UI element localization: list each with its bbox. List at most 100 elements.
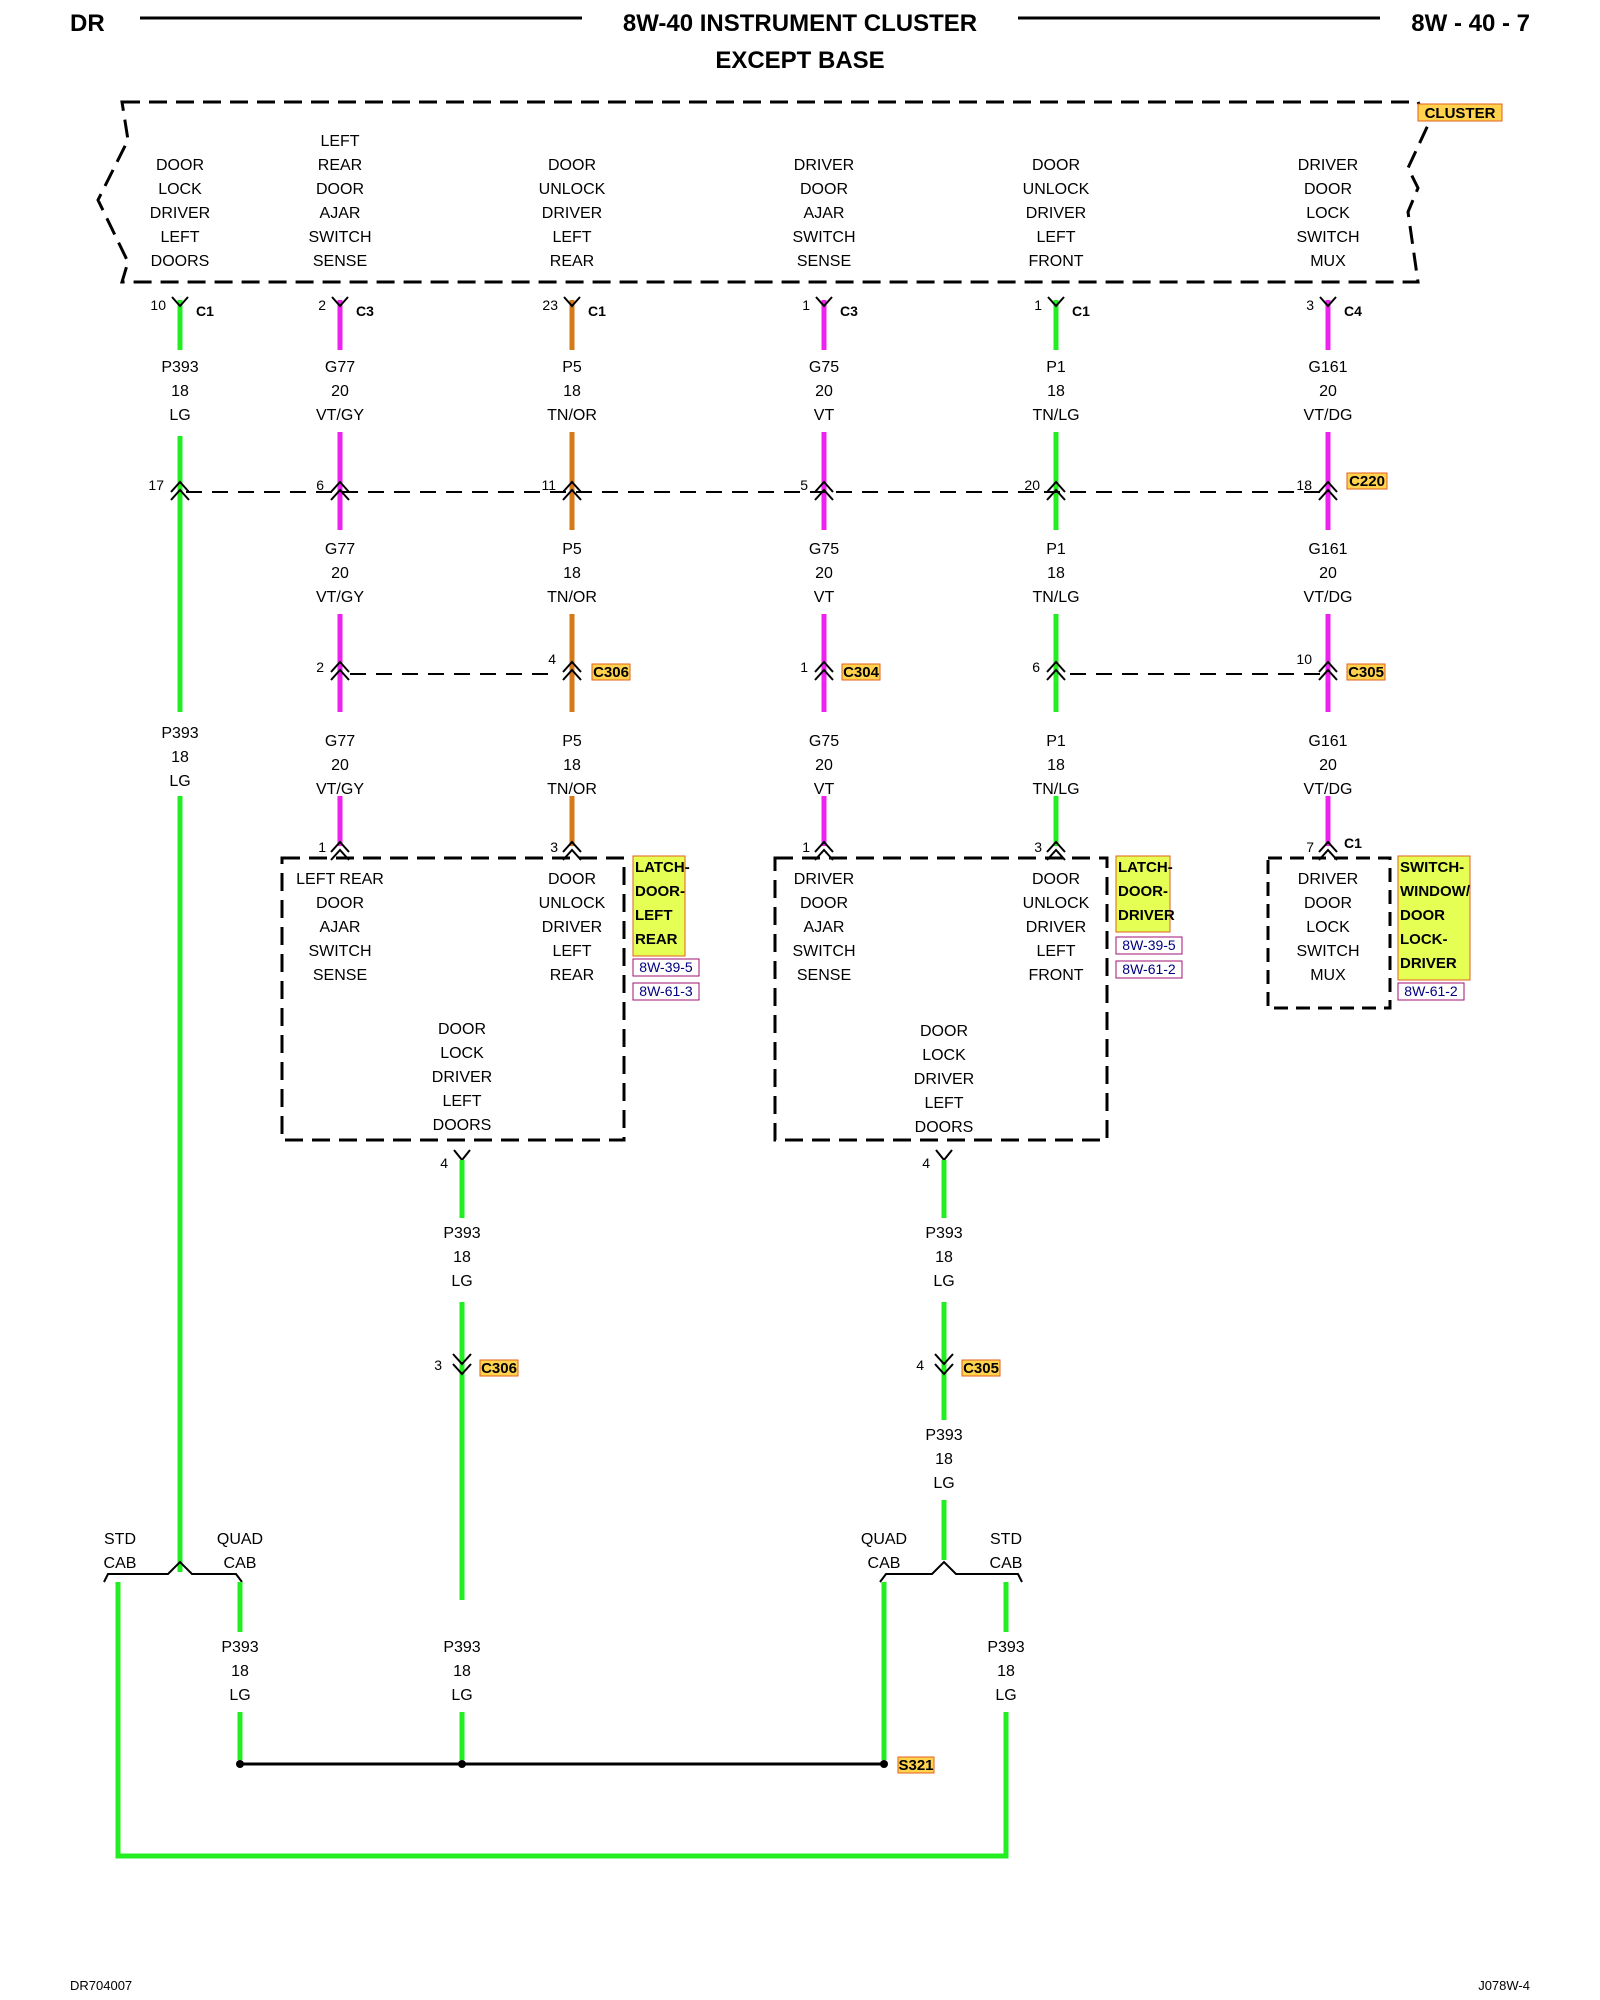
c304-tag: C304 xyxy=(843,664,880,681)
wire-gauge-label: 20 xyxy=(331,757,349,774)
wire-gauge-label: 18 xyxy=(453,1663,471,1680)
component-text: LEFT xyxy=(924,1095,963,1112)
wire-color-label: VT/DG xyxy=(1304,781,1353,798)
c306-inline-connector xyxy=(452,1353,472,1376)
wire-circuit-label: P1 xyxy=(1046,359,1066,376)
wire-gauge-label: 20 xyxy=(1319,757,1337,774)
wire-color-label: VT/DG xyxy=(1304,589,1353,606)
page-reference-box xyxy=(632,982,700,1001)
component-tag-text: DRIVER xyxy=(1118,907,1175,924)
component-tag-text: DRIVER xyxy=(1400,955,1457,972)
c306-inline-pin: 3 xyxy=(434,1357,442,1373)
wire-gauge-label: 18 xyxy=(1047,565,1065,582)
component-text: SENSE xyxy=(797,967,851,984)
cluster-module: CLUSTER DOORLOCKDRIVERLEFTDOORSLEFTREARD… xyxy=(96,100,1503,284)
cluster-function-text: LEFT xyxy=(1036,229,1075,246)
wire-circuit-label: P393 xyxy=(161,359,198,376)
wire-gauge-label: 18 xyxy=(1047,757,1065,774)
page-reference-box xyxy=(632,958,700,977)
cluster-function-text: FRONT xyxy=(1028,253,1083,270)
c305-pin-chevron xyxy=(1046,660,1066,681)
s321-tag-box xyxy=(897,1756,935,1774)
cluster-function-text: REAR xyxy=(318,157,362,174)
cluster-pin-fork xyxy=(171,296,189,308)
wire-color-label: VT/GY xyxy=(316,589,364,606)
page-reference-box xyxy=(1115,936,1183,955)
component-text: DOOR xyxy=(316,895,364,912)
page-reference: 8W-61-2 xyxy=(1122,961,1176,977)
component-text: MUX xyxy=(1310,967,1346,984)
cluster-function-text: LOCK xyxy=(1306,205,1350,222)
wire-gauge-label: 20 xyxy=(815,565,833,582)
wire-color-label: VT/GY xyxy=(316,407,364,424)
cluster-pin-fork xyxy=(331,296,349,308)
wire-color-label: TN/OR xyxy=(547,407,597,424)
cluster-function-text: SWITCH xyxy=(1296,229,1359,246)
cluster-function-text: DRIVER xyxy=(1026,205,1086,222)
c305-pin-number: 10 xyxy=(1296,651,1312,667)
component-tag-text: SWITCH- xyxy=(1400,859,1464,876)
cluster-connector-id: C3 xyxy=(840,303,858,319)
std-cab-label: CAB xyxy=(104,1555,137,1572)
splice-node xyxy=(236,1760,244,1768)
wire-gauge-label: 18 xyxy=(563,565,581,582)
page-reference: 8W-61-2 xyxy=(1404,983,1458,999)
wire-color-label: TN/LG xyxy=(1032,781,1079,798)
wire-gauge-label: 20 xyxy=(331,565,349,582)
c306-tag: C306 xyxy=(593,664,629,681)
wire-gauge-label: 18 xyxy=(563,383,581,400)
wire-circuit-label: G75 xyxy=(809,733,839,750)
wire-circuit-label: P393 xyxy=(443,1639,480,1656)
wire-circuit-label: P1 xyxy=(1046,733,1066,750)
switch-connector-id: C1 xyxy=(1344,835,1362,851)
wire-gauge-label: 18 xyxy=(171,383,189,400)
component-text: DRIVER xyxy=(1026,919,1086,936)
wire-circuit-label: P393 xyxy=(987,1639,1024,1656)
wire-labels: P39318LGP39318LGG7720VT/GYG7720VT/GYG772… xyxy=(161,359,1352,798)
component-output-pin: 4 xyxy=(922,1155,930,1171)
component-text: LEFT xyxy=(1036,943,1075,960)
cluster-function-text: DRIVER xyxy=(150,205,210,222)
component-text: AJAR xyxy=(320,919,361,936)
c220-pin-number: 6 xyxy=(316,477,324,493)
wire-gauge-label: 18 xyxy=(171,749,189,766)
header: DR 8W-40 INSTRUMENT CLUSTER 8W - 40 - 7 … xyxy=(70,10,1530,74)
latch-door-driver: DRIVERDOORAJARSWITCHSENSEDOORUNLOCKDRIVE… xyxy=(773,855,1183,1142)
wire-circuit-label: P1 xyxy=(1046,541,1066,558)
std-cab-label: STD xyxy=(990,1531,1022,1548)
wire-color-label: LG xyxy=(169,407,190,424)
component-text: SWITCH xyxy=(792,943,855,960)
cab-option-branch xyxy=(879,1560,1023,1583)
wire-color-label: LG xyxy=(229,1687,250,1704)
component-tag-box xyxy=(1397,855,1471,981)
c305-pin-number: 6 xyxy=(1032,659,1040,675)
cluster-connector-id: C1 xyxy=(196,303,214,319)
wires xyxy=(177,300,1331,1572)
c220-tag: C220 xyxy=(1349,473,1385,490)
c305-pin-chevron xyxy=(1318,660,1338,681)
cluster-function-text: SENSE xyxy=(313,253,367,270)
component-text: DRIVER xyxy=(542,919,602,936)
switch-pin-number: 7 xyxy=(1306,839,1314,855)
quad-cab-label: CAB xyxy=(868,1555,901,1572)
wire-circuit-label: G77 xyxy=(325,733,355,750)
cluster-connector-id: C1 xyxy=(1072,303,1090,319)
cluster-function-text: SENSE xyxy=(797,253,851,270)
wire-gauge-label: 18 xyxy=(453,1249,471,1266)
footer-right: J078W-4 xyxy=(1478,1978,1530,1993)
wire-color-label: VT/DG xyxy=(1304,407,1353,424)
wire-gauge-label: 20 xyxy=(815,757,833,774)
cluster-tag: CLUSTER xyxy=(1425,105,1496,122)
cluster-pin-number: 1 xyxy=(1034,297,1042,313)
wire-circuit-label: G77 xyxy=(325,541,355,558)
cluster-pin-number: 10 xyxy=(150,297,166,313)
cluster-pin-number: 2 xyxy=(318,297,326,313)
component-tag-box xyxy=(632,855,686,957)
cluster-function-text: DRIVER xyxy=(794,157,854,174)
wire-circuit-label: P5 xyxy=(562,733,582,750)
wire-gauge-label: 18 xyxy=(563,757,581,774)
cluster-pin-fork xyxy=(1047,296,1065,308)
wire-gauge-label: 20 xyxy=(331,383,349,400)
